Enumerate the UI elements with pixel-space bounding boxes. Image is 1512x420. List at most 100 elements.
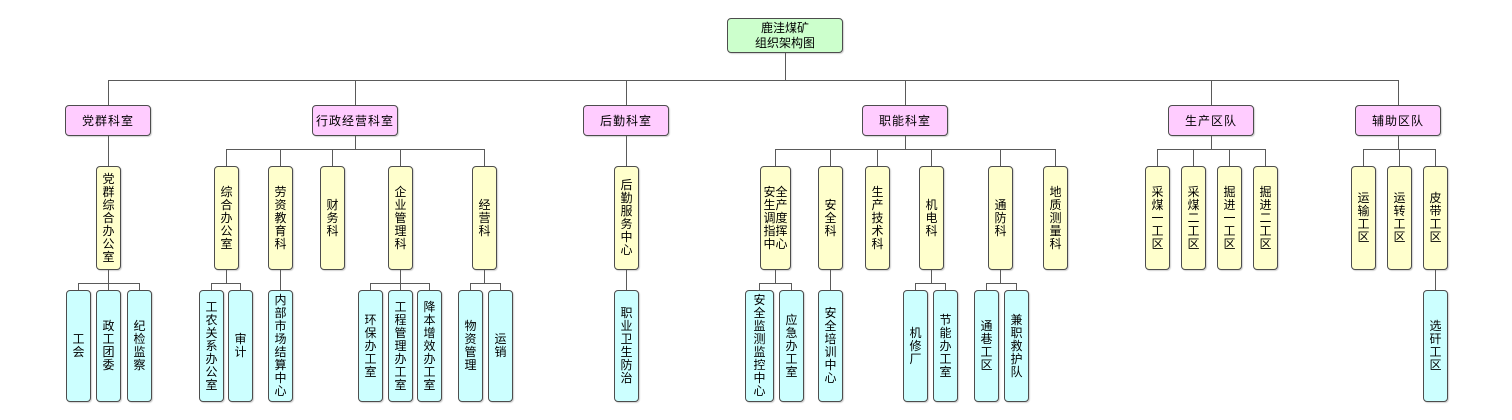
unit-node: 内部市场结算中心 bbox=[268, 290, 293, 402]
connector-line bbox=[931, 270, 932, 283]
connector-line bbox=[1157, 149, 1158, 166]
section-node: 经营科 bbox=[472, 166, 497, 270]
connector-line bbox=[830, 270, 831, 290]
connector-line bbox=[484, 270, 485, 283]
department-node: 职能科室 bbox=[862, 105, 948, 136]
connector-line bbox=[370, 283, 371, 290]
connector-line bbox=[1211, 80, 1212, 105]
connector-line bbox=[626, 80, 627, 105]
node-label: 掘进一工区 bbox=[1223, 184, 1236, 251]
node-label: 工会 bbox=[72, 332, 85, 359]
node-label: 应急办工室 bbox=[785, 312, 798, 379]
unit-node: 职业卫生防治 bbox=[614, 290, 639, 402]
node-label: 采煤一工区 bbox=[1151, 184, 1164, 251]
connector-line bbox=[400, 270, 401, 283]
department-node: 后勤科室 bbox=[583, 105, 669, 136]
section-node: 后勤服务中心 bbox=[614, 166, 639, 270]
connector-line bbox=[78, 283, 140, 284]
connector-line bbox=[226, 270, 227, 283]
org-chart-title: 鹿洼煤矿 组织架构图 bbox=[755, 21, 815, 51]
node-label: 劳资教育科 bbox=[274, 184, 287, 251]
node-label: 职业卫生防治 bbox=[620, 306, 633, 385]
connector-line bbox=[986, 283, 987, 290]
node-label: 节能办工室 bbox=[939, 312, 952, 379]
connector-line bbox=[877, 149, 878, 166]
node-label: 兼职救护队 bbox=[1010, 312, 1023, 379]
connector-line bbox=[775, 149, 1056, 150]
connector-line bbox=[211, 283, 241, 284]
connector-line bbox=[470, 283, 501, 284]
connector-line bbox=[1398, 136, 1399, 149]
unit-node: 纪检监察 bbox=[127, 290, 152, 402]
node-label: 机电科 bbox=[925, 197, 938, 238]
node-label: 工程管理办工室 bbox=[394, 299, 407, 392]
connector-line bbox=[1265, 149, 1266, 166]
unit-node: 工会 bbox=[66, 290, 91, 402]
connector-line bbox=[1398, 80, 1399, 105]
node-label: 运输工区 bbox=[1357, 191, 1370, 244]
unit-node: 安全培训中心 bbox=[818, 290, 843, 402]
node-label: 党群科室 bbox=[81, 114, 134, 128]
connector-line bbox=[1435, 270, 1436, 290]
connector-line bbox=[226, 149, 485, 150]
section-node: 采煤一工区 bbox=[1145, 166, 1170, 270]
connector-line bbox=[108, 270, 109, 283]
node-label: 党群综合办公室 bbox=[102, 171, 115, 264]
unit-node: 降本增效办工室 bbox=[417, 290, 442, 402]
connector-line bbox=[78, 283, 79, 290]
title-line1: 鹿洼煤矿 bbox=[760, 20, 809, 35]
unit-node: 运销 bbox=[488, 290, 513, 402]
section-node: 地质测量科 bbox=[1043, 166, 1068, 270]
node-label: 安全培训中心 bbox=[824, 306, 837, 385]
section-node: 生产技术科 bbox=[865, 166, 890, 270]
connector-line bbox=[500, 283, 501, 290]
node-label: 生产区队 bbox=[1184, 114, 1237, 128]
department-node: 生产区队 bbox=[1168, 105, 1254, 136]
unit-node: 应急办工室 bbox=[779, 290, 804, 402]
connector-line bbox=[1193, 149, 1194, 166]
unit-node: 选矸工区 bbox=[1423, 290, 1448, 402]
node-label: 行政经营科室 bbox=[315, 114, 394, 128]
section-node: 财务科 bbox=[320, 166, 345, 270]
connector-line bbox=[759, 283, 760, 290]
node-label: 运转工区 bbox=[1393, 191, 1406, 244]
node-label: 纪检监察 bbox=[133, 319, 146, 372]
unit-node: 兼职救护队 bbox=[1004, 290, 1029, 402]
department-node: 行政经营科室 bbox=[312, 105, 398, 136]
connector-line bbox=[915, 283, 916, 290]
node-label: 安全科 bbox=[824, 197, 837, 238]
connector-line bbox=[226, 149, 227, 166]
connector-line bbox=[1399, 149, 1400, 166]
section-node: 安全生产调度指挥中心 bbox=[760, 166, 791, 270]
connector-line bbox=[1000, 149, 1001, 166]
connector-line bbox=[915, 283, 946, 284]
node-label: 企业管理科 bbox=[394, 184, 407, 251]
connector-line bbox=[108, 80, 1399, 81]
node-label: 综合办公室 bbox=[220, 184, 233, 251]
connector-line bbox=[1000, 270, 1001, 283]
unit-node: 机修厂 bbox=[903, 290, 928, 402]
node-label: 皮带工区 bbox=[1429, 191, 1442, 244]
unit-node: 物资管理 bbox=[458, 290, 483, 402]
node-label: 通巷工区 bbox=[980, 319, 993, 372]
section-node: 通防科 bbox=[988, 166, 1013, 270]
section-node: 劳资教育科 bbox=[268, 166, 293, 270]
node-label: 财务科 bbox=[326, 197, 339, 238]
node-label: 运销 bbox=[494, 332, 507, 359]
connector-line bbox=[332, 149, 333, 166]
org-chart-title-box: 鹿洼煤矿 组织架构图 bbox=[727, 18, 843, 53]
connector-line bbox=[931, 149, 932, 166]
connector-line bbox=[1157, 149, 1266, 150]
connector-line bbox=[429, 283, 430, 290]
section-node: 运转工区 bbox=[1387, 166, 1412, 270]
node-label: 后勤科室 bbox=[599, 114, 652, 128]
connector-line bbox=[830, 149, 831, 166]
section-node: 掘进二工区 bbox=[1253, 166, 1278, 270]
node-label: 后勤服务中心 bbox=[620, 178, 633, 257]
node-label: 生产技术科 bbox=[871, 184, 884, 251]
unit-node: 政工团委 bbox=[96, 290, 121, 402]
section-node: 掘进一工区 bbox=[1217, 166, 1242, 270]
connector-line bbox=[986, 283, 1017, 284]
node-label: 经营科 bbox=[478, 197, 491, 238]
